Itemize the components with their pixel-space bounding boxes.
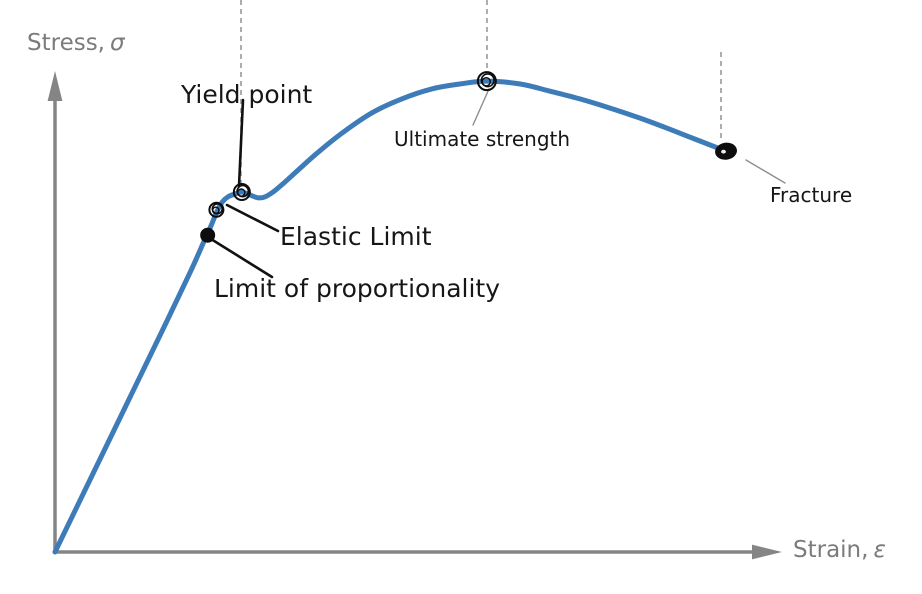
marker-fracture-blob bbox=[715, 142, 737, 160]
marker-scribble bbox=[232, 183, 251, 201]
y-axis-label: Stress,σ bbox=[27, 30, 125, 56]
marker-scribble bbox=[476, 71, 497, 92]
sigma-symbol: σ bbox=[110, 30, 125, 56]
x-axis-arrowhead bbox=[752, 544, 782, 560]
stress-strain-curve bbox=[52, 78, 729, 555]
marker-dot bbox=[200, 227, 216, 243]
y-axis-arrowhead bbox=[47, 71, 63, 101]
marker-scribble bbox=[480, 73, 495, 88]
marker-scribble bbox=[208, 201, 225, 218]
annotation-elastic-limit: Elastic Limit bbox=[280, 222, 432, 251]
y-axis-label-text: Stress, bbox=[27, 30, 105, 56]
leader-line bbox=[472, 88, 490, 126]
x-axis-label: Strain,ε bbox=[793, 537, 886, 563]
annotation-yield-point: Yield point bbox=[181, 80, 313, 109]
marker-scribble bbox=[211, 206, 220, 215]
x-axis-label-text: Strain, bbox=[793, 537, 869, 563]
marker-highlight bbox=[721, 149, 726, 154]
annotation-limit-of-proportionality: Limit of proportionality bbox=[214, 274, 500, 303]
leader-line bbox=[745, 159, 786, 184]
marker-scribble bbox=[236, 188, 246, 197]
epsilon-symbol: ε bbox=[873, 537, 886, 563]
annotation-fracture: Fracture bbox=[770, 183, 853, 207]
marker-scribble bbox=[481, 76, 491, 87]
annotation-ultimate-strength: Ultimate strength bbox=[394, 127, 571, 151]
leader-line bbox=[225, 203, 280, 233]
leader-line bbox=[209, 237, 274, 279]
marker-scribble bbox=[236, 184, 250, 198]
leader-line bbox=[237, 98, 245, 188]
